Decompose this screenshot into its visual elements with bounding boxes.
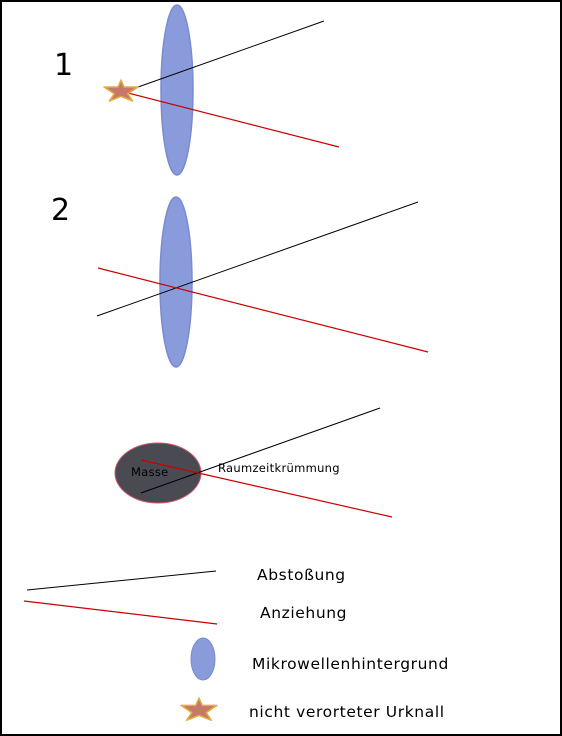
attraction-line-1 — [123, 91, 340, 148]
star-icon — [103, 79, 139, 102]
cmb-ellipse-1 — [160, 4, 194, 176]
mass-ellipse — [114, 442, 202, 504]
mass-label: Masse — [131, 465, 169, 479]
attraction-line-3 — [140, 459, 393, 518]
legend-star-icon — [180, 697, 218, 722]
panel-2: 2 — [51, 193, 429, 368]
legend-repulsion-line — [26, 570, 217, 591]
cmb-ellipse-2 — [159, 196, 193, 368]
panel-1: 1 — [54, 4, 340, 176]
panel-number-2: 2 — [51, 193, 70, 228]
repulsion-line-3 — [140, 407, 381, 494]
legend-attraction-label: Anziehung — [260, 604, 347, 622]
legend-cmb-label: Mikrowellenhintergrund — [252, 655, 449, 673]
attraction-line-2 — [97, 267, 429, 353]
legend-attraction-line — [23, 600, 218, 625]
curvature-label: Raumzeitkrümmung — [218, 461, 340, 475]
repulsion-line-2 — [96, 201, 419, 317]
panel-number-1: 1 — [54, 48, 73, 83]
ellipse-icon — [190, 637, 216, 681]
legend: Abstoßung Anziehung Mikrowellenhintergru… — [23, 566, 449, 722]
repulsion-line-1 — [123, 20, 325, 93]
panel-3: Masse Raumzeitkrümmung — [114, 407, 393, 518]
legend-big-bang-label: nicht verorteter Urknall — [249, 703, 445, 721]
legend-repulsion-label: Abstoßung — [257, 566, 346, 584]
